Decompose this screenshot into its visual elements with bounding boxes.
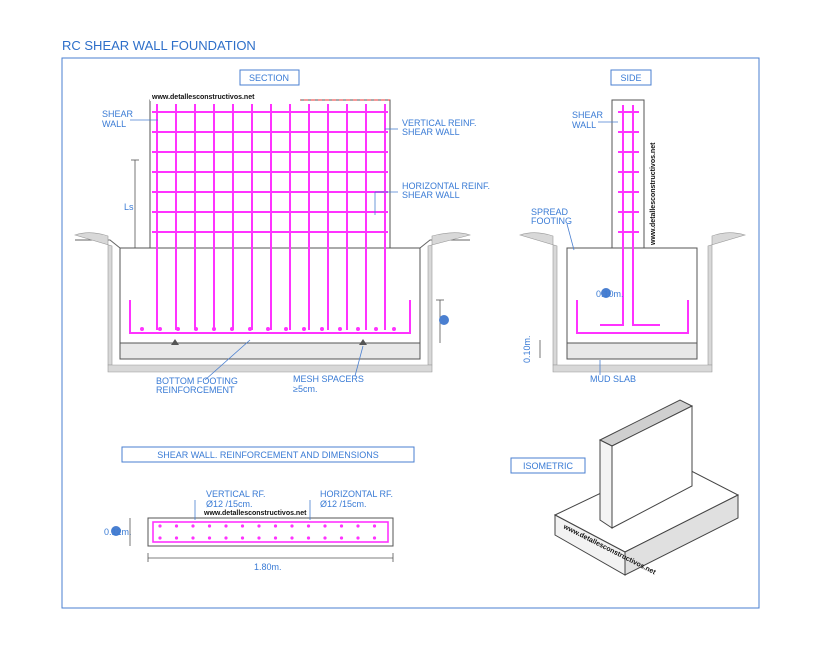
- section-spacers-2: ≥5cm.: [293, 384, 317, 394]
- drawing-frame: [61, 57, 760, 609]
- section-mesh-dot: [212, 327, 216, 331]
- plan-rebar-dot: [257, 536, 261, 540]
- plan-rebar-dot: [174, 524, 179, 528]
- plan-rebar-dot: [290, 536, 294, 540]
- plan-rebar-dot: [240, 524, 245, 528]
- section-vertical-rebar: [156, 104, 386, 330]
- side-wall: [611, 99, 645, 249]
- section-label-box: [239, 69, 300, 86]
- iso-label-box: [510, 457, 586, 474]
- section-label: SECTION: [249, 73, 289, 83]
- side-ties: [618, 111, 639, 233]
- side-slab-dim: 0.10m.: [522, 335, 532, 363]
- side-shear-2: WALL: [572, 120, 596, 130]
- side-spread-1: SPREAD: [531, 207, 569, 217]
- section-spacers-1: MESH SPACERS: [293, 374, 364, 384]
- plan-vertical-2: Ø12 /15cm.: [206, 499, 253, 509]
- plan-label: SHEAR WALL. REINFORCEMENT AND DIMENSIONS: [157, 450, 379, 460]
- side-label-box: [610, 69, 652, 86]
- plan-rebar-dot: [273, 536, 278, 540]
- plan-thickness: 0.12m.: [104, 527, 132, 537]
- section-bottom-2: REINFORCEMENT: [156, 385, 235, 395]
- side-shear-1: SHEAR: [572, 110, 604, 120]
- section-watermark: www.detallesconstructivos.net: [151, 94, 255, 101]
- section-bottom-1: BOTTOM FOOTING: [156, 376, 238, 386]
- plan-rebar-dot: [323, 524, 327, 528]
- plan-horizontal-2: Ø12 /15cm.: [320, 499, 367, 509]
- plan-rebar-dot: [158, 524, 162, 528]
- plan-rebar-dot: [372, 524, 377, 528]
- plan-label-box: [121, 446, 415, 463]
- plan-rebar-dot: [191, 524, 195, 528]
- side-view: SIDE www.detallesconstructivos.net SHEAR…: [519, 69, 747, 384]
- section-mesh-dot: [302, 327, 306, 331]
- section-mesh-dot: [374, 327, 378, 331]
- plan-vertical-1: VERTICAL RF.: [206, 489, 266, 499]
- section-mesh-dot: [284, 327, 288, 331]
- section-mesh-dot: [176, 327, 180, 331]
- section-mud-slab: [119, 342, 421, 360]
- plan-rebar-dot: [339, 524, 344, 528]
- section-vertical-1: VERTICAL REINF.: [402, 118, 477, 128]
- section-mesh-dot: [356, 327, 360, 331]
- iso-label: ISOMETRIC: [523, 461, 574, 471]
- section-mesh-dot: [230, 327, 234, 331]
- plan-rebar-dot: [356, 524, 360, 528]
- side-label: SIDE: [620, 73, 641, 83]
- plan-rebar-dot: [224, 524, 228, 528]
- plan-rebar-dots: [158, 524, 377, 540]
- section-mesh-dot: [158, 327, 162, 331]
- section-mesh-dot: [140, 327, 144, 331]
- plan-horizontal-1: HORIZONTAL RF.: [320, 489, 393, 499]
- section-ls-label: Ls: [124, 202, 134, 212]
- section-mesh-dot: [248, 327, 252, 331]
- plan-rebar-dot: [306, 524, 311, 528]
- side-mud-label: MUD SLAB: [590, 374, 636, 384]
- section-mesh-dot: [194, 327, 198, 331]
- isometric-view: ISOMETRIC www.detallesconstructivos.net: [510, 399, 740, 577]
- plan-rebar-dot: [323, 536, 327, 540]
- section-mesh-dot: [266, 327, 270, 331]
- section-vertical-2: SHEAR WALL: [402, 127, 460, 137]
- plan-rebar-dot: [290, 524, 294, 528]
- plan-watermark: www.detallesconstructivos.net: [203, 510, 307, 517]
- section-mesh-dot: [392, 327, 396, 331]
- section-bottom-mesh: [129, 300, 411, 334]
- side-cover-dim: 0.10m.: [596, 289, 624, 299]
- plan-view: SHEAR WALL. REINFORCEMENT AND DIMENSIONS…: [104, 446, 415, 572]
- plan-rebar-dot: [224, 536, 228, 540]
- side-mud-slab: [566, 342, 698, 360]
- plan-rebar-dot: [158, 536, 162, 540]
- section-mesh-dot: [320, 327, 324, 331]
- section-mesh-dots: [140, 327, 396, 331]
- plan-rebar-dot: [356, 536, 360, 540]
- drawing-title: RC SHEAR WALL FOUNDATION: [62, 38, 256, 53]
- plan-rebar-dot: [306, 536, 311, 540]
- plan-rebar-dot: [207, 536, 212, 540]
- plan-rebar-dot: [174, 536, 179, 540]
- section-horizontal-rebar: [152, 111, 388, 233]
- section-shear-wall-1: SHEAR: [102, 109, 134, 119]
- section-horizontal-1: HORIZONTAL REINF.: [402, 181, 490, 191]
- section-mesh-dot: [338, 327, 342, 331]
- side-watermark: www.detallesconstructivos.net: [650, 142, 657, 246]
- plan-rebar-dot: [339, 536, 344, 540]
- plan-rebar-dot: [207, 524, 212, 528]
- plan-rebar-dot: [273, 524, 278, 528]
- section-shear-wall-2: WALL: [102, 119, 126, 129]
- plan-rebar-dot: [191, 536, 195, 540]
- section-horizontal-2: SHEAR WALL: [402, 190, 460, 200]
- plan-length: 1.80m.: [254, 562, 282, 572]
- section-view: SECTION www.detallesconstructivos.net: [74, 69, 490, 395]
- plan-rebar-dot: [240, 536, 245, 540]
- plan-rebar-dot: [372, 536, 377, 540]
- plan-rebar-dot: [257, 524, 261, 528]
- side-spread-2: FOOTING: [531, 216, 572, 226]
